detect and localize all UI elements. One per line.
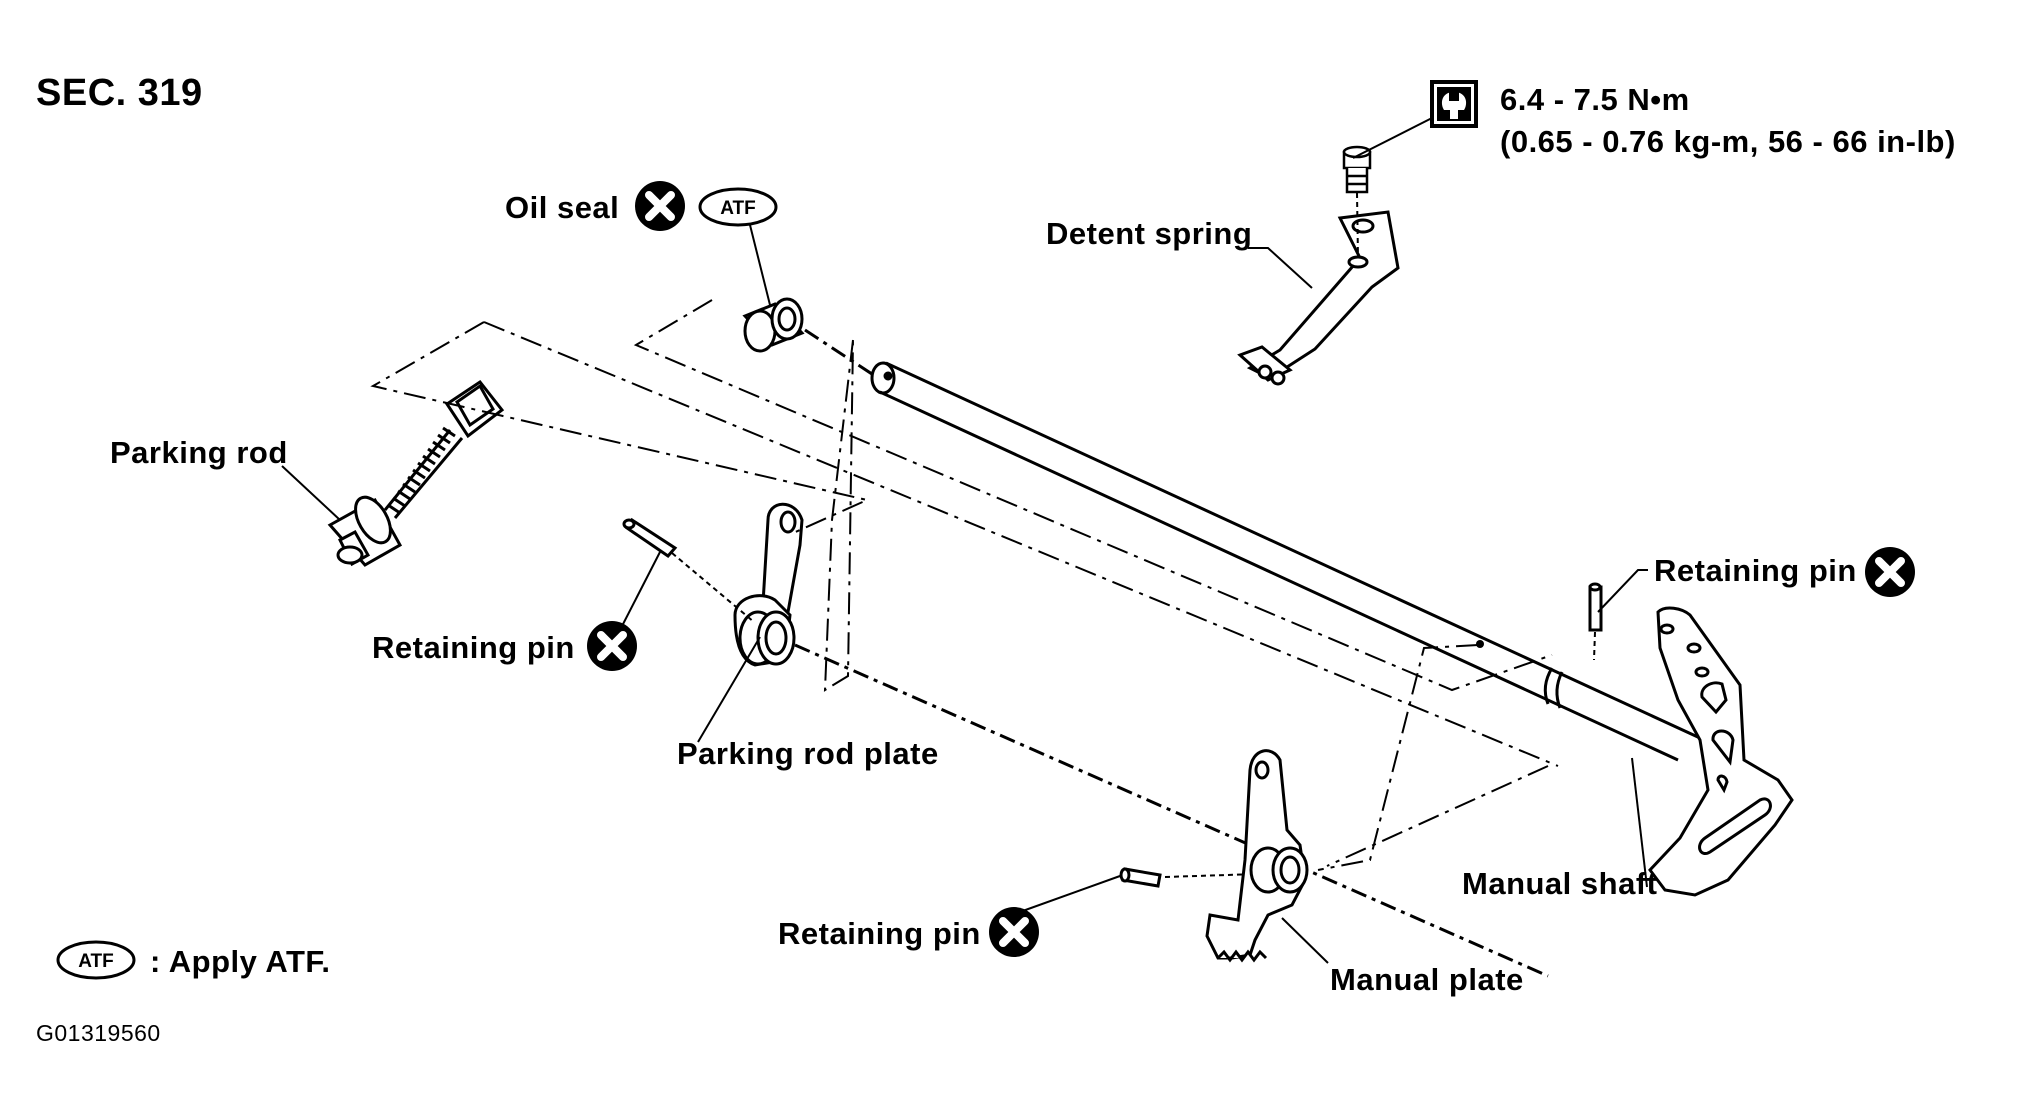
alignment-lines: [370, 299, 1559, 871]
label-retaining-pin-right: Retaining pin: [1654, 553, 1857, 588]
figure-id: G01319560: [36, 1020, 161, 1046]
torque-spec-line2: (0.65 - 0.76 kg-m, 56 - 66 in-lb): [1500, 124, 1956, 159]
manual-plate: [1205, 749, 1309, 963]
leader-lines: [281, 117, 1648, 964]
legend-apply-atf: : Apply ATF.: [150, 944, 331, 979]
replace-icon-retaining-pin-bottom: [989, 907, 1039, 957]
retaining-pin-right: [1588, 582, 1603, 661]
label-oil-seal: Oil seal: [505, 190, 620, 225]
label-detent-spring: Detent spring: [1046, 216, 1253, 251]
atf-icon-oil-seal: ATF: [698, 187, 778, 227]
label-manual-plate: Manual plate: [1330, 962, 1524, 997]
label-retaining-pin-bottom: Retaining pin: [778, 916, 981, 951]
atf-icon-legend: ATF: [56, 940, 136, 980]
manual-shaft: [870, 361, 1701, 762]
section-title: SEC. 319: [36, 72, 203, 114]
replace-icon-retaining-pin-right: [1865, 547, 1915, 597]
torque-wrench-icon: [1430, 80, 1478, 128]
svg-text:ATF: ATF: [78, 951, 114, 972]
label-retaining-pin-left: Retaining pin: [372, 630, 575, 665]
manual-shaft-lever: [1648, 606, 1794, 897]
label-parking-rod: Parking rod: [110, 435, 288, 470]
replace-icon-oil-seal: [635, 181, 685, 231]
torque-spec-line1: 6.4 - 7.5 N•m: [1500, 82, 1690, 117]
parking-rod-plate: [733, 502, 1549, 978]
label-parking-rod-plate: Parking rod plate: [677, 736, 939, 771]
oil-seal: [742, 297, 876, 378]
retaining-pin-left: [622, 517, 755, 623]
detent-spring: [1237, 210, 1400, 386]
label-manual-shaft: Manual shaft: [1462, 866, 1658, 901]
svg-text:ATF: ATF: [720, 198, 756, 219]
retaining-pin-bottom: [1119, 867, 1259, 888]
parking-rod: [327, 379, 505, 567]
bolt: [1342, 145, 1372, 259]
replace-icon-retaining-pin-left: [587, 621, 637, 671]
